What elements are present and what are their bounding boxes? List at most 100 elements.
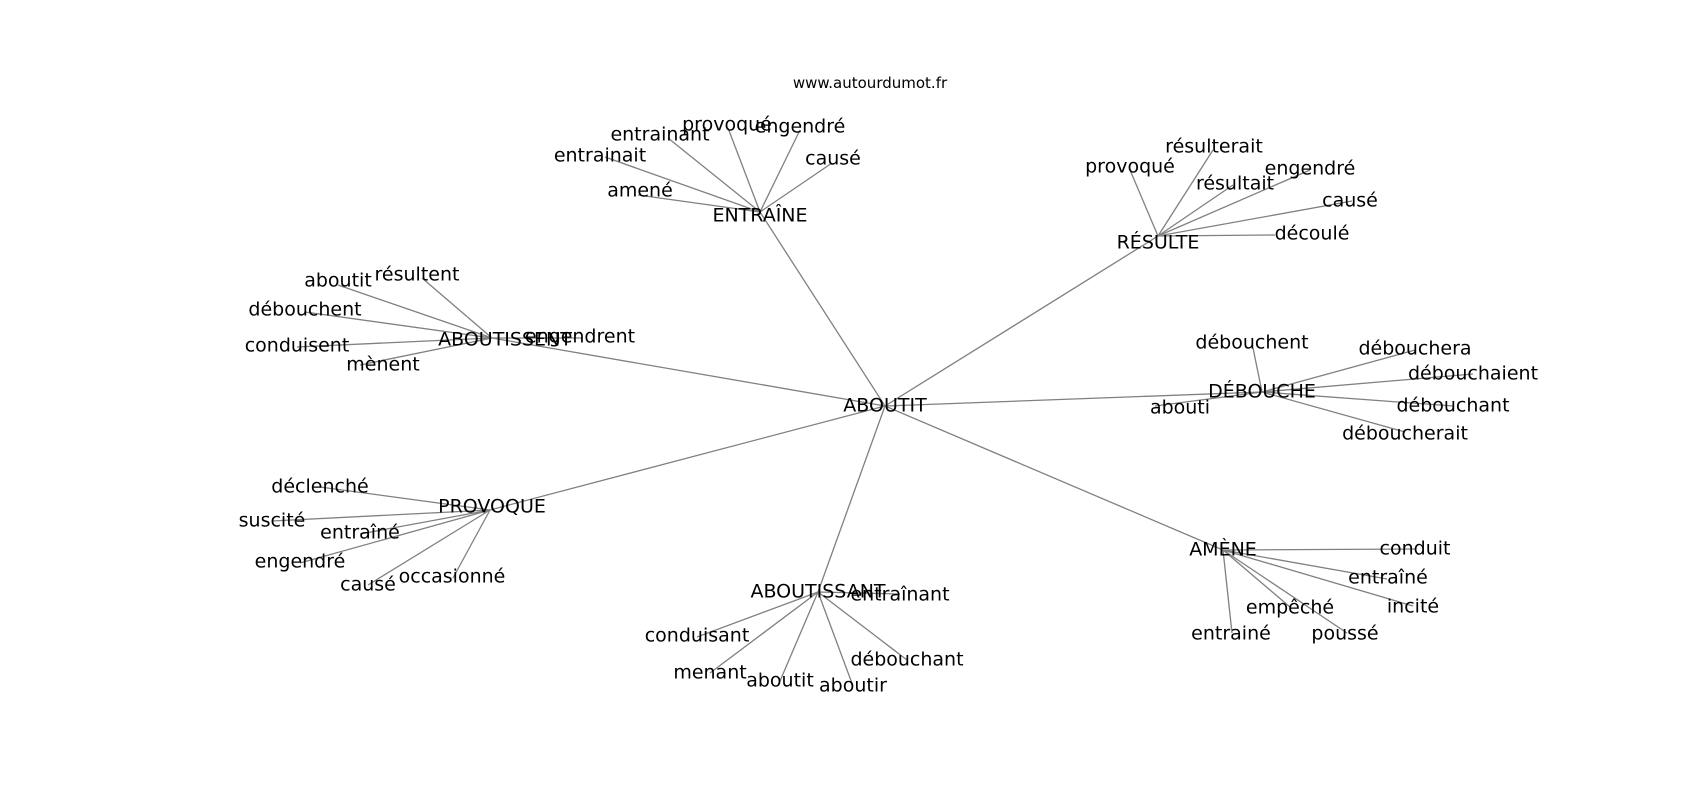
edge-root-hub: [884, 235, 1159, 407]
edge-hub-word: [637, 194, 761, 213]
edge-hub-word: [604, 156, 761, 213]
word-node-label: provoqué: [682, 114, 772, 136]
edge-hub-word: [296, 337, 493, 348]
edge-hub-word: [1222, 549, 1291, 608]
edge-hub-word: [1222, 549, 1414, 607]
edge-hub-word: [817, 591, 908, 661]
edge-root-hub: [884, 405, 1224, 551]
edge-hub-word: [1157, 200, 1353, 237]
edge-hub-word: [1222, 549, 1233, 634]
hub-node-label: ABOUTISSENT: [438, 329, 572, 351]
edge-hub-word: [337, 284, 493, 339]
word-node-label: débouchaient: [1408, 363, 1538, 385]
edge-hub-word: [1261, 391, 1454, 407]
edge-hub-word: [1261, 373, 1474, 393]
edge-hub-word: [367, 509, 491, 586]
edge-hub-word: [709, 591, 819, 674]
word-node-label: résulterait: [1165, 136, 1263, 158]
word-node-label: poussé: [1311, 623, 1378, 645]
edge-hub-word: [1261, 391, 1406, 433]
edge-hub-word: [1222, 548, 1416, 551]
edge-hub-word: [759, 129, 801, 213]
edge-hub-word: [452, 509, 491, 579]
edge-hub-word: [421, 277, 493, 339]
word-node-label: entrainait: [554, 145, 646, 167]
word-node-label: engendré: [255, 551, 346, 573]
edge-hub-word: [696, 591, 819, 638]
edge-hub-word: [1157, 234, 1276, 237]
edge-root-hub: [759, 211, 886, 407]
edge-root-hub: [489, 405, 886, 511]
edge-hub-word: [359, 509, 491, 535]
edge-hub-word: [1154, 391, 1263, 407]
word-node-label: abouti: [1150, 397, 1210, 419]
edge-hub-word: [1157, 149, 1214, 237]
hub-node-label: RÉSULTE: [1117, 231, 1200, 254]
word-node-label: débouchant: [850, 649, 963, 671]
edge-hub-word: [1252, 347, 1263, 393]
word-node-label: occasionné: [399, 566, 506, 588]
word-node-label: provoqué: [1085, 156, 1175, 178]
word-node-label: déboucherait: [1342, 423, 1468, 445]
word-node-label: aboutit: [304, 270, 372, 292]
word-node-label: conduisent: [245, 335, 350, 357]
edge-root-hub: [491, 337, 886, 407]
word-node-label: causé: [805, 148, 861, 170]
word-node-label: engendrent: [525, 326, 635, 348]
word-node-label: débouchent: [1195, 332, 1308, 354]
hub-node-label: ENTRAÎNE: [712, 204, 807, 227]
word-node-label: menant: [673, 662, 746, 684]
word-node-label: conduisant: [645, 625, 750, 647]
word-node-label: causé: [340, 574, 396, 596]
edge-hub-word: [319, 486, 491, 511]
edge-hub-word: [1222, 549, 1348, 634]
edge-root-hub: [817, 405, 886, 593]
graph-labels: ABOUTITENTRAÎNEentrainantprovoquéengendr…: [239, 114, 1538, 697]
root-node-label: ABOUTIT: [843, 395, 927, 417]
word-node-label: incité: [1387, 596, 1439, 618]
hub-node-label: DÉBOUCHE: [1208, 380, 1316, 403]
word-node-label: suscité: [239, 510, 306, 532]
edge-hub-word: [1261, 349, 1416, 393]
word-node-label: conduit: [1380, 538, 1451, 560]
edge-hub-word: [1222, 549, 1388, 580]
hub-node-label: ABOUTISSANT: [750, 581, 885, 603]
graph-edges: [271, 127, 1474, 687]
edge-hub-word: [304, 311, 493, 339]
edge-hub-word: [817, 591, 854, 687]
watermark-text: www.autourdumot.fr: [793, 74, 948, 92]
edge-hub-word: [727, 127, 761, 213]
word-node-label: débouchant: [1396, 395, 1509, 417]
edge-hub-word: [299, 509, 491, 564]
word-node-label: amené: [607, 180, 673, 202]
word-node-label: déclenché: [271, 476, 368, 498]
edge-hub-word: [271, 509, 491, 522]
edge-hub-word: [759, 162, 833, 213]
edge-hub-word: [1157, 184, 1234, 237]
edge-hub-word: [779, 591, 819, 682]
edge-root-hub: [884, 391, 1263, 407]
word-node-label: empêché: [1246, 597, 1334, 619]
word-node-label: résultait: [1196, 173, 1274, 195]
word-node-label: entrainé: [1191, 623, 1271, 645]
word-node-label: engendré: [755, 116, 846, 138]
word-node-label: résultent: [375, 264, 460, 286]
hub-node-label: PROVOQUE: [438, 496, 546, 518]
hub-node-label: AMÈNE: [1189, 538, 1257, 561]
edge-hub-word: [817, 591, 901, 595]
edge-hub-word: [1129, 169, 1159, 237]
word-node-label: causé: [1322, 190, 1378, 212]
word-node-label: débouchera: [1358, 338, 1471, 360]
word-node-label: engendré: [1265, 158, 1356, 180]
word-node-label: découlé: [1275, 223, 1350, 245]
word-node-label: entrainant: [610, 124, 709, 146]
word-node-label: entraîné: [320, 522, 400, 544]
word-node-label: entraîné: [1348, 567, 1428, 589]
edge-hub-word: [1157, 169, 1311, 237]
word-node-label: débouchent: [248, 299, 361, 321]
edge-hub-word: [667, 137, 761, 213]
word-node-label: aboutir: [819, 675, 887, 697]
edge-hub-word: [359, 337, 493, 366]
word-node-label: mènent: [346, 354, 419, 376]
